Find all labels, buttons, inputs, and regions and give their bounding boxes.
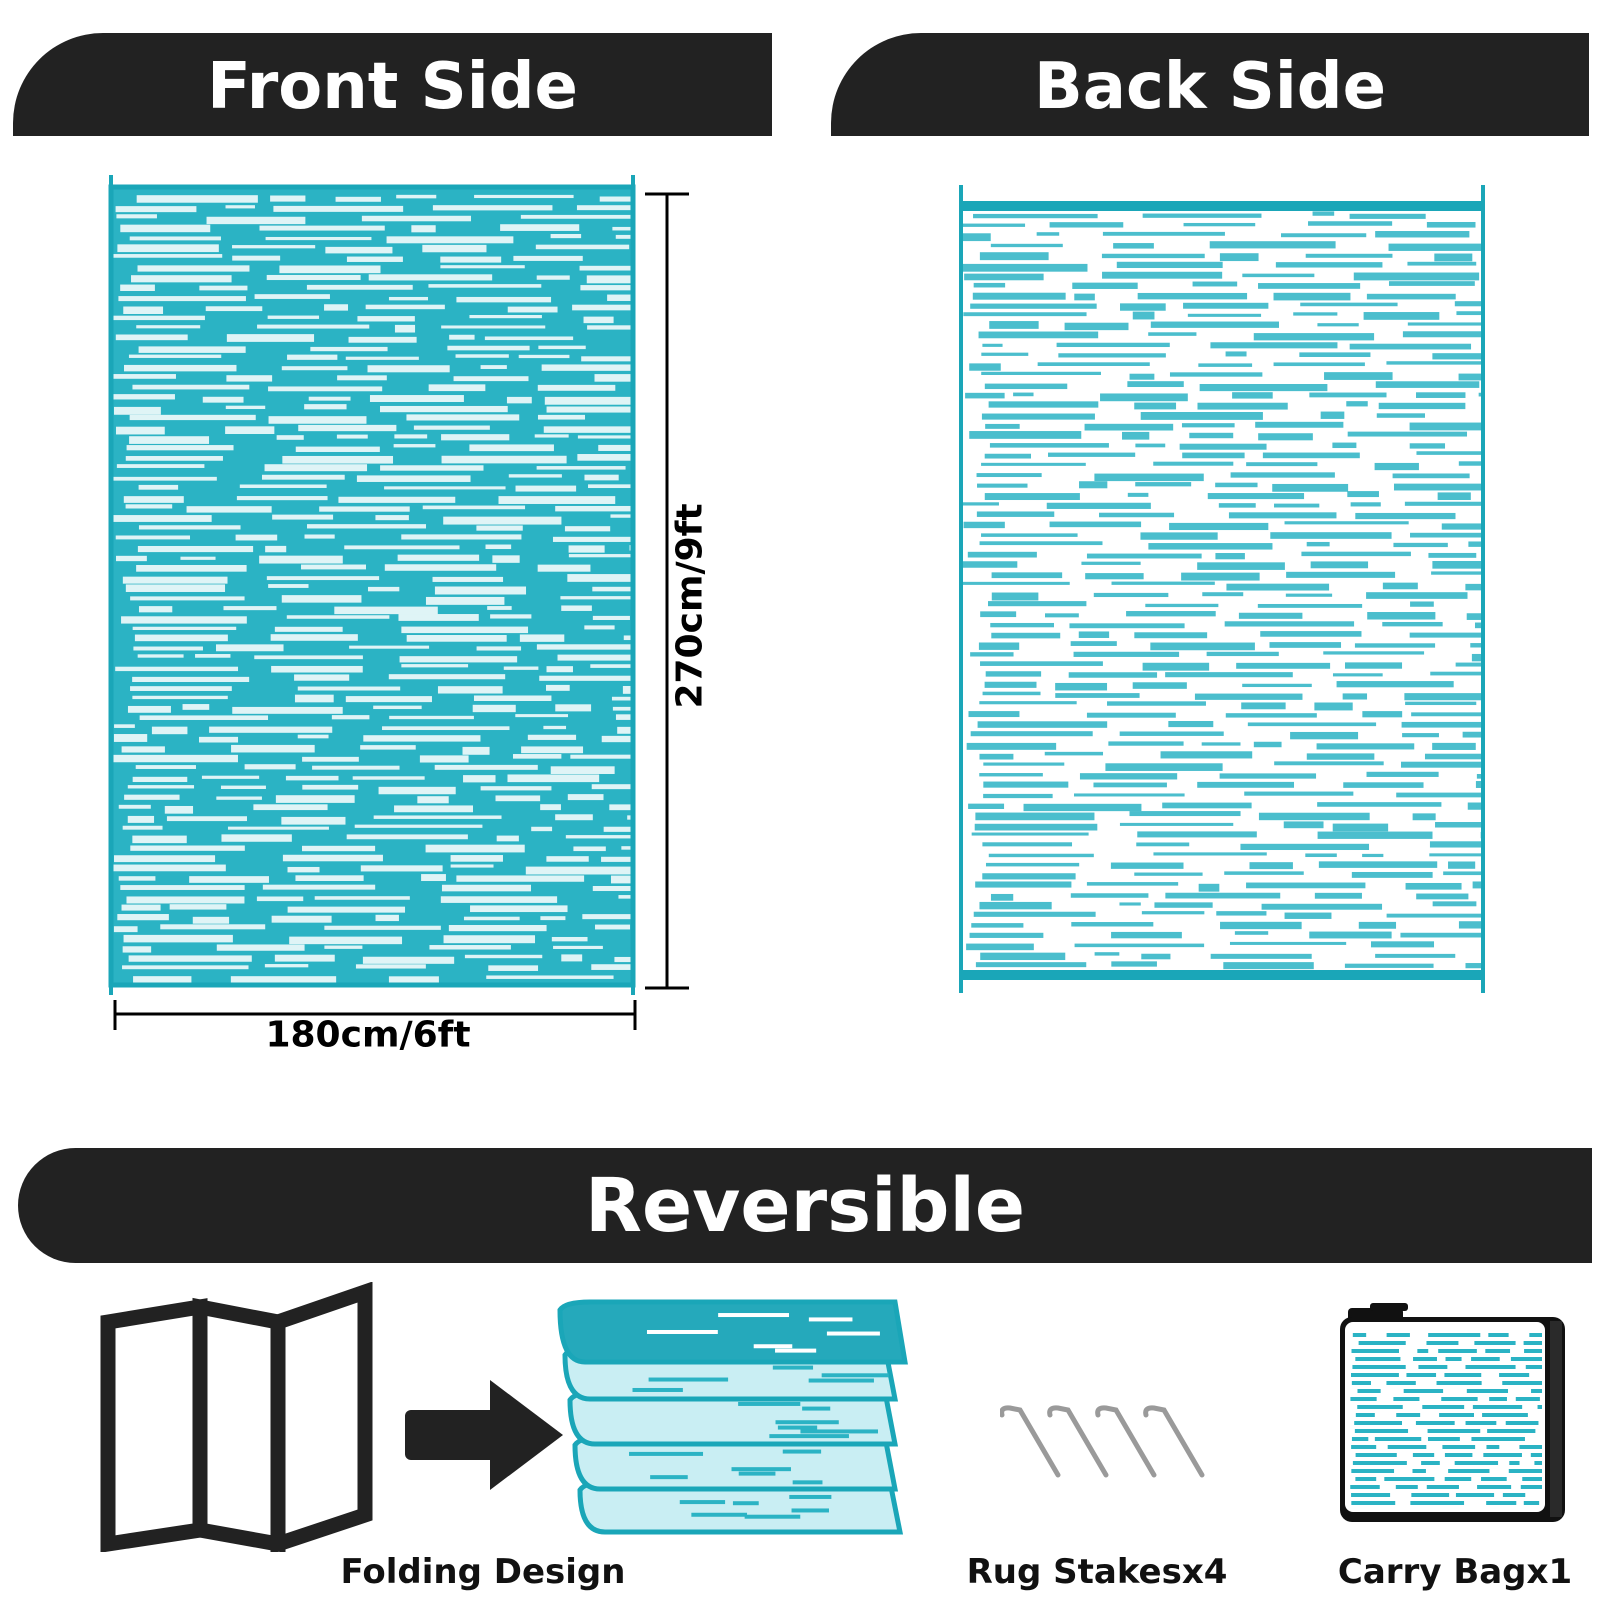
- folding-design-caption: Folding Design: [340, 1552, 626, 1592]
- width-dimension-label: 180cm/6ft: [265, 1014, 471, 1056]
- stake-icon: [1000, 1405, 1205, 1478]
- height-dimension-label: 270cm/9ft: [669, 503, 711, 709]
- rug-stakes-caption: Rug Stakesx4: [966, 1552, 1228, 1592]
- carry-bag-caption: Carry Bagx1: [1337, 1552, 1573, 1592]
- reversible-title: Reversible: [584, 1162, 1026, 1249]
- reversible-header: Reversible: [18, 1148, 1592, 1263]
- front-rug-border: [108, 175, 636, 995]
- back-rug-image: [962, 203, 1484, 978]
- back-side-title: Back Side: [1034, 49, 1386, 124]
- front-rug-image: [110, 186, 632, 986]
- dimension-lines: [113, 192, 689, 1030]
- back-rug-pattern: [962, 211, 1484, 978]
- front-side-title: Front Side: [207, 49, 578, 124]
- back-side-header: Back Side: [831, 33, 1589, 136]
- arrow-right-icon: [405, 1380, 563, 1490]
- back-rug-border: [959, 185, 1485, 993]
- carry-bag-icon: [1340, 1303, 1565, 1522]
- front-rug-pattern: [110, 194, 632, 983]
- fold-panels-icon: [100, 1282, 373, 1552]
- folded-rug-icon: [557, 1299, 908, 1535]
- front-side-header: Front Side: [13, 33, 772, 136]
